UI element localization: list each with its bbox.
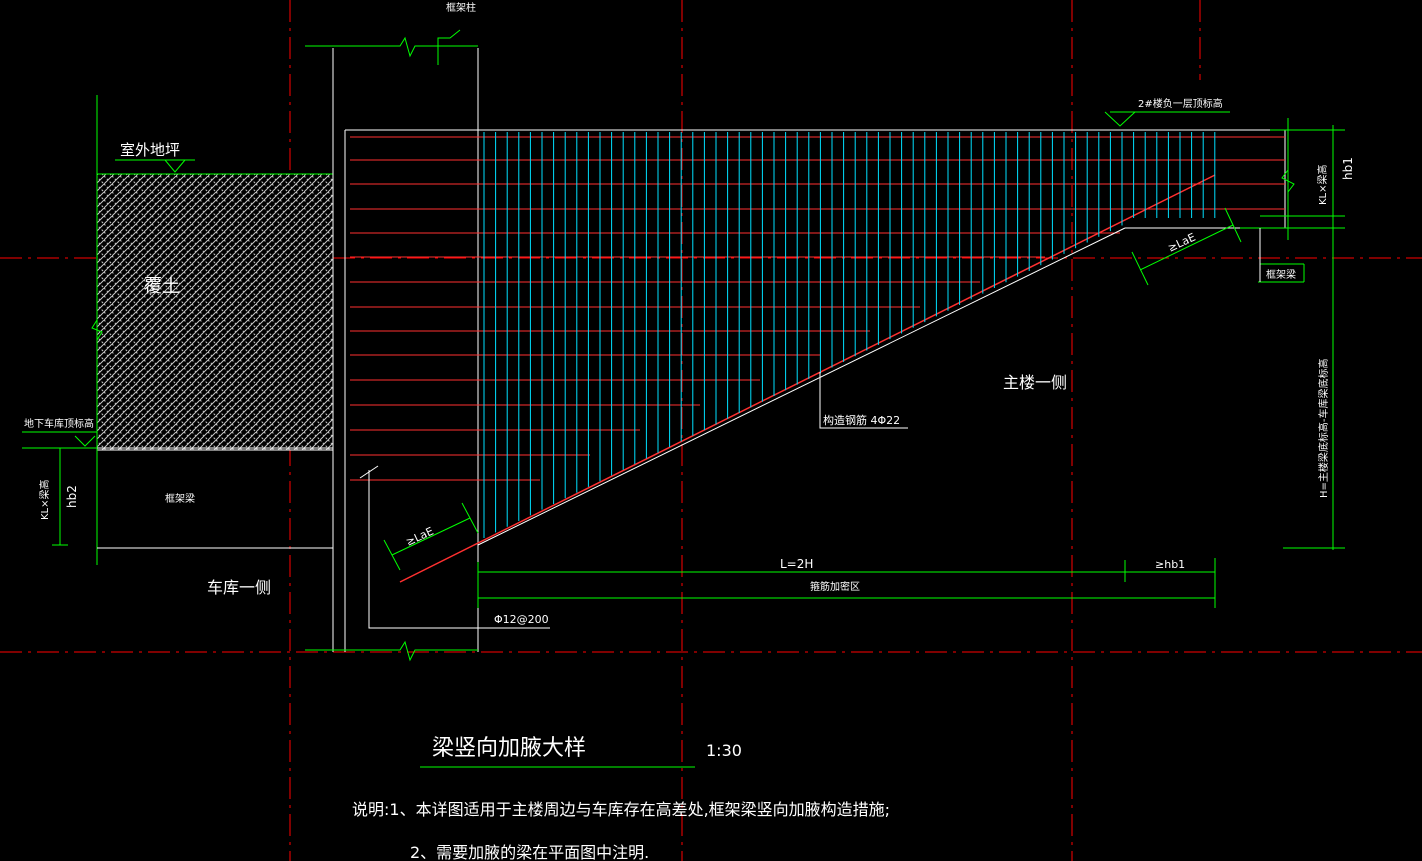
right-beam-dims (1104, 111, 1345, 550)
length-dims (477, 558, 1216, 608)
label-stirrup-zone: 箍筋加密区 (810, 580, 860, 593)
soil-cover-hatch (96, 173, 334, 451)
left-frame-beam-outline (97, 447, 333, 549)
haunch-diagonal-outline (477, 227, 1126, 546)
label-L-equals: L=2H (780, 557, 813, 571)
note-line-2: 2、需要加腋的梁在平面图中注明. (410, 843, 649, 861)
label-ge-hb1: ≥hb1 (1155, 558, 1185, 571)
label-construct-rebar: 构造钢筋 4Φ22 (823, 413, 900, 427)
label-outdoor-ground: 室外地坪 (120, 141, 180, 159)
label-beam-height-left: KL×梁高 (38, 479, 51, 520)
drawing-title: 梁竖向加腋大样 (432, 736, 586, 761)
lae-right-dim (1131, 207, 1242, 286)
haunch-diagonal-rebar (399, 174, 1216, 583)
label-beam-height-right: KL×梁高 (1316, 164, 1329, 205)
label-frame-column: 框架柱 (446, 1, 476, 14)
label-basement-roof-elev: 地下车库顶标高 (24, 417, 94, 430)
column-break-lines (305, 29, 478, 662)
label-garage-side: 车库一侧 (207, 578, 271, 597)
drawing-scale: 1:30 (706, 741, 742, 760)
label-frame-beam-right: 框架梁 (1266, 268, 1296, 281)
label-floor-elev: 2#楼负一层顶标高 (1138, 97, 1223, 110)
label-hb2: hb2 (65, 485, 79, 508)
stirrup-leader (368, 470, 550, 629)
label-lae-left: ≥LaE (404, 525, 436, 549)
break-mark-left (91, 319, 103, 341)
stirrup-lines (483, 132, 1216, 539)
construct-rebar-leader (819, 372, 908, 429)
label-stirrup-spec: Φ12@200 (494, 613, 549, 626)
label-soil-cover: 覆土 (144, 276, 180, 297)
horizontal-rebars (350, 136, 1285, 481)
stirrup-leader-tick (359, 465, 379, 479)
note-line-1: 说明:1、本详图适用于主楼周边与车库存在高差处,框架梁竖向加腋构造措施; (352, 800, 890, 819)
label-frame-beam-left: 框架梁 (165, 492, 195, 505)
label-lae-right: ≥LaE (1166, 231, 1198, 255)
label-hb1: hb1 (1341, 157, 1355, 180)
label-main-building-side: 主楼一侧 (1003, 373, 1067, 392)
lae-left-dim (383, 502, 479, 571)
break-mark-right (1281, 169, 1295, 193)
label-height-diff: H=主楼梁底标高-车库梁底标高 (1317, 358, 1330, 498)
